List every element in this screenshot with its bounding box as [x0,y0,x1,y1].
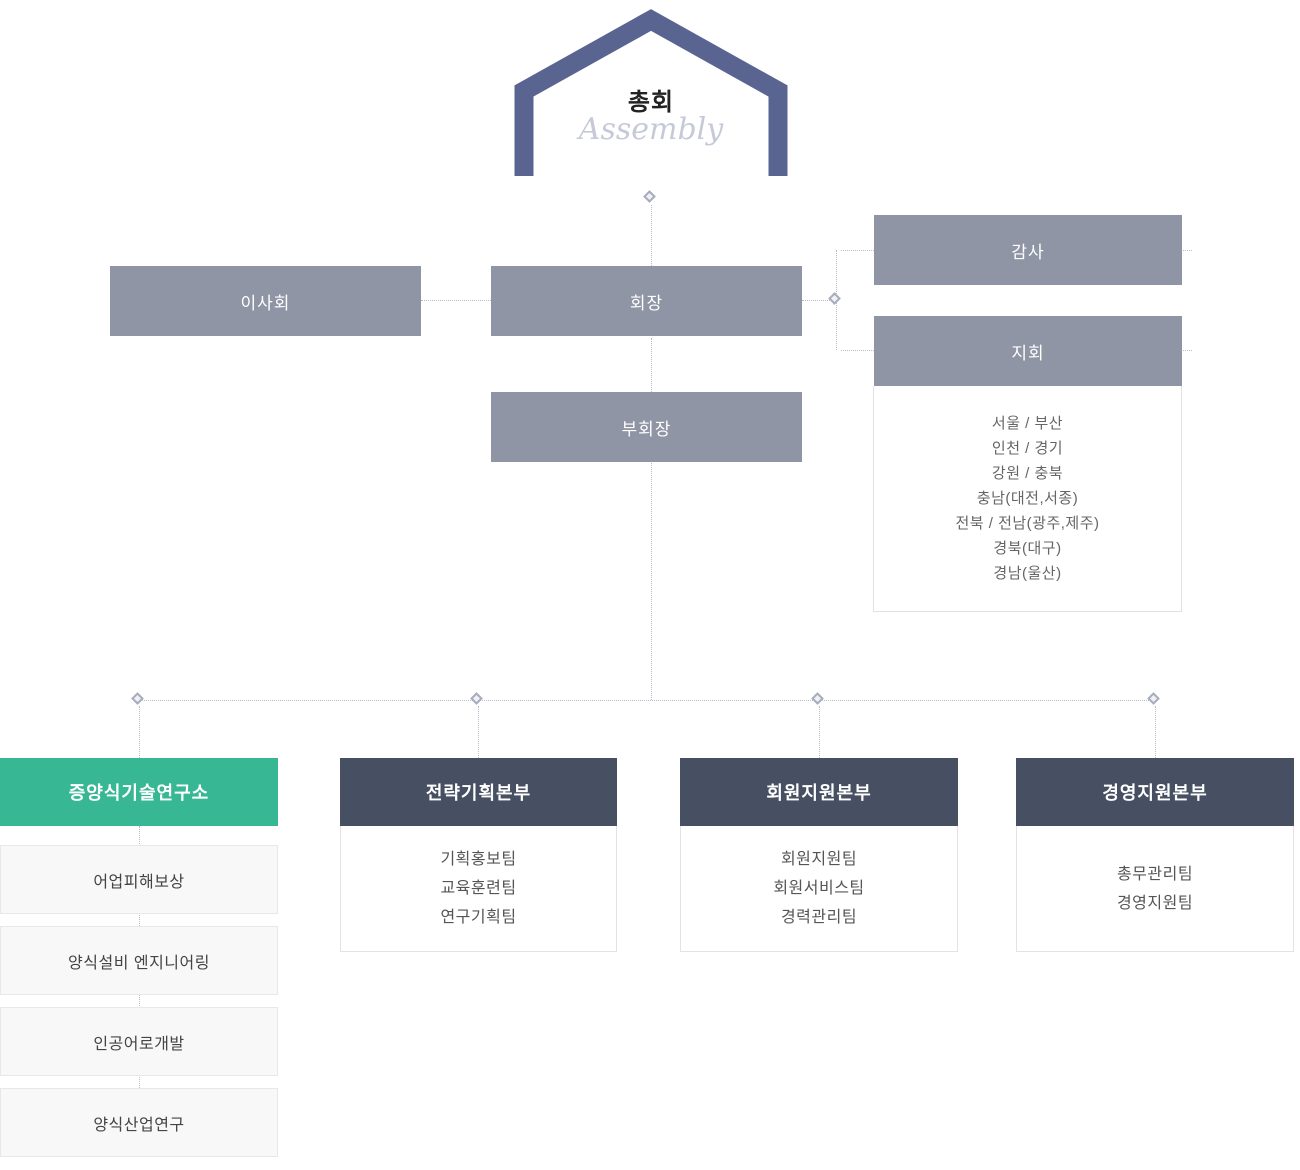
diamond-connector [811,692,824,705]
box-auditor: 감사 [874,215,1182,285]
dept-header-member-support: 회원지원본부 [680,758,958,826]
assembly-subtitle: Assembly [578,112,724,147]
branch-region-list: 서울 / 부산 인천 / 경기 강원 / 충북 충남(대전,서종) 전북 / 전… [873,386,1182,612]
assembly-title: 총회 [627,89,675,116]
team-item: 회원지원팀 [780,851,858,868]
dept-team-list: 총무관리팀 경영지원팀 [1016,826,1294,952]
team-item: 연구기획팀 [440,909,517,926]
diamond-connector [643,190,656,203]
team-item: 기획홍보팀 [440,851,517,868]
diamond-connector [131,692,144,705]
connector-president-right [802,300,832,301]
dept-team-list: 회원지원팀 회원서비스팀 경력관리팀 [680,826,958,952]
branch-region-item: 충남(대전,서종) [976,490,1079,507]
diamond-connector [1147,692,1160,705]
team-item: 회원서비스팀 [773,880,865,897]
connector-dept-2 [478,706,479,758]
box-branch: 지회 [874,316,1182,386]
diamond-connector [828,292,841,305]
dept-team-list: 기획홍보팀 교육훈련팀 연구기획팀 [340,826,617,952]
connector-dept-1 [139,706,140,758]
connector-dept-4 [1155,706,1156,758]
diamond-connector [470,692,483,705]
assembly-house-icon [514,9,788,176]
branch-region-item: 경남(울산) [993,565,1062,582]
box-vice-president: 부회장 [491,392,802,462]
connector-president-trunk [651,338,652,700]
connector-house-president [651,205,652,266]
dept-team-box: 양식산업연구 [0,1088,278,1157]
dept-header-research-institute: 증양식기술연구소 [0,758,278,826]
branch-region-item: 전북 / 전남(광주,제주) [955,515,1100,532]
connector-departments-horizontal [139,700,1155,701]
box-board: 이사회 [110,266,421,336]
dept-team-box: 양식설비 엔지니어링 [0,926,278,995]
dept-team-box: 인공어로개발 [0,1007,278,1076]
team-item: 총무관리팀 [1116,865,1194,883]
team-item: 경영지원팀 [1116,894,1194,912]
connector-board-president [421,300,491,301]
branch-region-item: 경북(대구) [993,540,1062,557]
dept-team-box: 어업피해보상 [0,845,278,914]
dept-header-strategic-planning: 전략기획본부 [340,758,617,826]
connector-dept-3 [819,706,820,758]
team-item: 경력관리팀 [780,909,858,926]
team-item: 교육훈련팀 [440,880,517,897]
dept-header-management-support: 경영지원본부 [1016,758,1294,826]
branch-region-item: 강원 / 충북 [991,465,1064,482]
branch-region-item: 인천 / 경기 [991,440,1064,457]
box-president: 회장 [491,266,802,336]
branch-region-item: 서울 / 부산 [991,415,1064,432]
